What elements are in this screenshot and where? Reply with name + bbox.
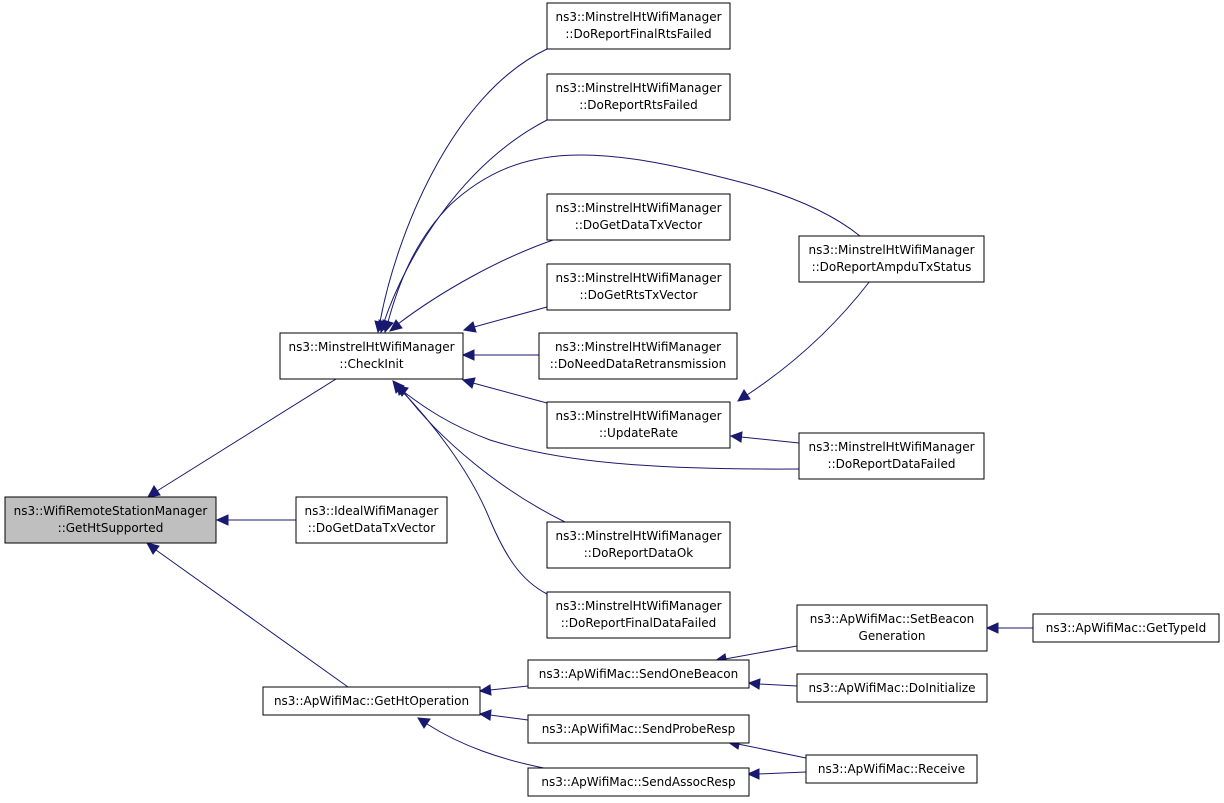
node-get-type-id[interactable]: ns3::ApWifiMac::GetTypeId [1032,613,1220,643]
edge-getdatatx-to-checkinit [397,238,557,325]
svg-text:ns3::ApWifiMac::Receive: ns3::ApWifiMac::Receive [818,762,965,776]
edge-doinit-to-sendbeacon-arrow [747,678,761,690]
edge-checkinit-to-getht-arrow [147,485,161,498]
svg-text:ns3::MinstrelHtWifiManager: ns3::MinstrelHtWifiManager [555,409,721,423]
node-do-report-rts-failed[interactable]: ns3::MinstrelHtWifiManager ::DoReportRts… [546,73,731,121]
node-do-report-data-ok[interactable]: ns3::MinstrelHtWifiManager ::DoReportDat… [546,521,731,569]
edge-finaldata-to-checkinit-arrow [392,380,405,394]
edge-assocresp-to-gethtop [426,723,555,771]
svg-text:ns3::MinstrelHtWifiManager: ns3::MinstrelHtWifiManager [555,201,721,215]
edge-proberesp-to-gethtop [489,714,529,721]
edges [146,48,1033,780]
node-send-assoc-resp[interactable]: ns3::ApWifiMac::SendAssocResp [527,767,750,797]
node-send-one-beacon[interactable]: ns3::ApWifiMac::SendOneBeacon [527,659,750,689]
svg-text:::DoNeedDataRetransmission: ::DoNeedDataRetransmission [550,357,727,371]
edge-gettypeid-to-setbeacon-arrow [985,622,999,634]
edge-updaterate-to-checkinit-arrow [461,377,476,389]
edge-receive-to-assocresp [757,771,807,775]
svg-text:::DoGetDataTxVector: ::DoGetDataTxVector [308,521,435,535]
edge-proberesp-to-gethtop-arrow [478,709,492,721]
node-do-report-final-data-failed[interactable]: ns3::MinstrelHtWifiManager ::DoReportFin… [546,591,731,639]
edge-datafailed-to-updaterate [740,436,800,444]
svg-text:::UpdateRate: ::UpdateRate [599,426,678,440]
svg-text:::CheckInit: ::CheckInit [339,357,403,371]
svg-text:Generation: Generation [859,629,926,643]
svg-text:ns3::ApWifiMac::GetTypeId: ns3::ApWifiMac::GetTypeId [1046,621,1206,635]
edge-updaterate-to-checkinit [472,382,548,404]
node-receive[interactable]: ns3::ApWifiMac::Receive [805,754,978,784]
edge-ampdu-to-checkinit-arrow [382,319,394,334]
svg-text:ns3::ApWifiMac::DoInitialize: ns3::ApWifiMac::DoInitialize [808,681,975,695]
svg-text:::GetHtSupported: ::GetHtSupported [58,521,164,535]
node-do-report-final-rts-failed[interactable]: ns3::MinstrelHtWifiManager ::DoReportFin… [546,2,731,50]
svg-text:ns3::MinstrelHtWifiManager: ns3::MinstrelHtWifiManager [555,340,721,354]
svg-text:ns3::ApWifiMac::SendOneBeacon: ns3::ApWifiMac::SendOneBeacon [539,667,738,681]
edge-gethtop-to-getht [155,549,349,688]
node-send-probe-resp[interactable]: ns3::ApWifiMac::SendProbeResp [527,714,750,744]
svg-text:ns3::MinstrelHtWifiManager: ns3::MinstrelHtWifiManager [555,81,721,95]
svg-text:::DoReportAmpduTxStatus: ::DoReportAmpduTxStatus [812,260,972,274]
node-update-rate[interactable]: ns3::MinstrelHtWifiManager ::UpdateRate [546,401,731,449]
edge-getrtstx-to-checkinit [473,306,548,328]
svg-text:::DoReportFinalRtsFailed: ::DoReportFinalRtsFailed [565,27,711,41]
node-do-need-data-retransmission[interactable]: ns3::MinstrelHtWifiManager ::DoNeedDataR… [538,332,738,380]
edge-needretx-to-checkinit-arrow [461,349,475,361]
svg-text:ns3::ApWifiMac::GetHtOperation: ns3::ApWifiMac::GetHtOperation [274,694,469,708]
svg-text:ns3::MinstrelHtWifiManager: ns3::MinstrelHtWifiManager [808,440,974,454]
node-ideal-do-get-data-tx-vector[interactable]: ns3::IdealWifiManager ::DoGetDataTxVecto… [295,496,448,544]
edge-ampdu-to-updaterate [746,280,871,396]
node-set-beacon-generation[interactable]: ns3::ApWifiMac::SetBeacon Generation [796,604,988,652]
edge-assocresp-to-gethtop-arrow [417,717,431,729]
svg-text:ns3::MinstrelHtWifiManager: ns3::MinstrelHtWifiManager [555,529,721,543]
edge-receive-to-assocresp-arrow [746,768,760,780]
edge-ideal-to-getht-arrow [215,514,229,526]
svg-text:::DoReportDataOk: ::DoReportDataOk [584,546,694,560]
svg-text:ns3::ApWifiMac::SendAssocResp: ns3::ApWifiMac::SendAssocResp [541,775,735,789]
edge-rtsfailed-to-checkinit [383,119,548,323]
edge-sendbeacon-to-gethtop-arrow [478,684,492,696]
svg-text:::DoGetDataTxVector: ::DoGetDataTxVector [575,218,702,232]
svg-text:ns3::IdealWifiManager: ns3::IdealWifiManager [305,504,439,518]
node-do-report-ampdu-tx-status[interactable]: ns3::MinstrelHtWifiManager ::DoReportAmp… [798,235,985,283]
svg-text:ns3::MinstrelHtWifiManager: ns3::MinstrelHtWifiManager [555,10,721,24]
node-do-initialize[interactable]: ns3::ApWifiMac::DoInitialize [796,673,988,703]
svg-text:::DoReportDataFailed: ::DoReportDataFailed [828,457,956,471]
svg-text:::DoGetRtsTxVector: ::DoGetRtsTxVector [579,288,697,302]
node-get-ht-operation[interactable]: ns3::ApWifiMac::GetHtOperation [262,686,481,716]
svg-text:ns3::MinstrelHtWifiManager: ns3::MinstrelHtWifiManager [808,243,974,257]
svg-text:::DoReportRtsFailed: ::DoReportRtsFailed [579,98,698,112]
svg-text:ns3::ApWifiMac::SetBeacon: ns3::ApWifiMac::SetBeacon [810,612,975,626]
edge-ampdu-to-checkinit [387,154,861,323]
node-do-get-data-tx-vector[interactable]: ns3::MinstrelHtWifiManager ::DoGetDataTx… [546,193,731,241]
edge-getdatatx-to-checkinit-arrow [389,319,403,332]
edge-getrtstx-to-checkinit-arrow [462,321,477,333]
svg-text:ns3::MinstrelHtWifiManager: ns3::MinstrelHtWifiManager [555,271,721,285]
svg-text:ns3::ApWifiMac::SendProbeResp: ns3::ApWifiMac::SendProbeResp [542,722,736,736]
edge-doinit-to-sendbeacon [758,683,798,687]
svg-text:::DoReportFinalDataFailed: ::DoReportFinalDataFailed [561,616,717,630]
edge-sendbeacon-to-gethtop [489,685,529,691]
edge-checkinit-to-getht [156,378,337,492]
node-do-report-data-failed[interactable]: ns3::MinstrelHtWifiManager ::DoReportDat… [798,432,985,480]
edge-finaldata-to-checkinit [399,388,548,595]
svg-text:ns3::MinstrelHtWifiManager: ns3::MinstrelHtWifiManager [555,599,721,613]
edge-setbeacon-to-sendbeacon [724,645,798,660]
node-get-ht-supported[interactable]: ns3::WifiRemoteStationManager ::GetHtSup… [4,496,217,544]
node-check-init[interactable]: ns3::MinstrelHtWifiManager ::CheckInit [279,332,464,380]
edge-gethtop-to-getht-arrow [146,542,160,555]
svg-text:ns3::WifiRemoteStationManager: ns3::WifiRemoteStationManager [14,504,208,518]
svg-text:ns3::MinstrelHtWifiManager: ns3::MinstrelHtWifiManager [288,340,454,354]
edge-dataok-to-checkinit [402,390,566,523]
node-do-get-rts-tx-vector[interactable]: ns3::MinstrelHtWifiManager ::DoGetRtsTxV… [546,263,731,311]
edge-ampdu-to-updaterate-arrow [737,389,751,402]
edge-finalrts-to-checkinit [379,48,548,323]
edge-receive-to-proberesp [737,743,807,759]
edge-datafailed-to-checkinit [403,391,800,470]
edge-datafailed-to-updaterate-arrow [729,431,743,443]
